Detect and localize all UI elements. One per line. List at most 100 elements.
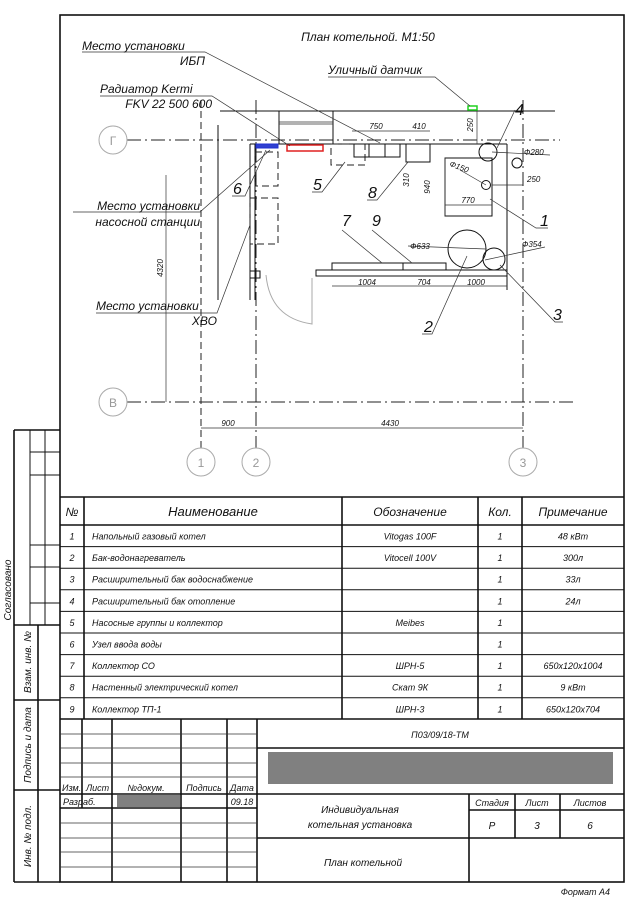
label-hvo-line1: Место установки (96, 299, 199, 313)
project-name-line2: котельная установка (308, 820, 413, 831)
table-cell: 1 (69, 532, 74, 542)
radiator-mark (286, 144, 324, 152)
stage-label: Стадия (475, 798, 509, 808)
collector-tp (402, 262, 447, 271)
stage-value: Р (489, 821, 496, 832)
marker-4: 4 (515, 102, 524, 119)
table-cell: 1 (497, 575, 502, 585)
table-cell: 5 (69, 618, 75, 628)
dim-354: Ф354 (522, 240, 542, 249)
table-cell: Расширительный бак отопление (92, 596, 235, 606)
dim-250-right: 250 (526, 175, 541, 184)
marker-8: 8 (368, 185, 377, 202)
title-block: П03/09/18-ТМ Изм. Лист №докум. Подпись Д… (60, 719, 624, 897)
table-cell: 9 (69, 704, 74, 714)
table-cell: Настенный электрический котел (92, 683, 238, 693)
table-cell: 9 кВт (560, 683, 586, 693)
table-cell: 300л (563, 553, 583, 563)
marker-6: 6 (233, 181, 242, 198)
table-cell: Vitogas 100F (384, 532, 437, 542)
collector-co (331, 262, 404, 271)
label-hvo-line2: ХВО (191, 314, 217, 328)
marker-9: 9 (372, 213, 381, 230)
grid-axes: Г В 1 2 3 (98, 100, 575, 477)
paper-format: Формат А4 (561, 887, 610, 897)
redacted-developer-name (117, 795, 180, 807)
dim-750: 750 (369, 122, 383, 131)
label-radiator-line1: Радиатор Kermi (100, 82, 193, 96)
col-sheet: Лист (85, 783, 110, 793)
sheet-label: Лист (524, 798, 549, 808)
table-cell: ШРН-3 (396, 704, 425, 714)
dim-1004: 1004 (358, 278, 376, 287)
table-cell: Узел ввода воды (91, 640, 162, 650)
collector-shelf (315, 269, 508, 277)
dim-633: Ф633 (410, 242, 430, 251)
electric-boiler (405, 143, 431, 163)
table-cell: Meibes (395, 618, 425, 628)
dim-940: 940 (423, 180, 432, 194)
table-cell: 4 (69, 596, 74, 606)
sheet-frame (59, 14, 625, 883)
table-cell: 1 (497, 618, 502, 628)
dim-1000: 1000 (467, 278, 485, 287)
table-header-3: Кол. (488, 505, 512, 519)
table-cell: 6 (69, 640, 74, 650)
dim-4430: 4430 (381, 419, 399, 428)
table-cell: 3 (69, 575, 74, 585)
table-cell: Коллектор ТП-1 (92, 704, 162, 714)
dim-280: Ф280 (524, 148, 544, 157)
label-pump-line1: Место установки (97, 199, 200, 213)
walls (217, 110, 555, 325)
outdoor-sensor-mark (467, 105, 478, 111)
dim-410: 410 (412, 122, 426, 131)
table-cell: Скат 9К (392, 683, 429, 693)
marker-2: 2 (423, 319, 433, 336)
developer-date: 09.18 (231, 797, 254, 807)
table-header-0: № (66, 505, 79, 519)
ups-unit (353, 143, 401, 158)
dim-900: 900 (221, 419, 235, 428)
dim-250-top: 250 (466, 118, 475, 133)
table-cell: 650х120х704 (546, 704, 600, 714)
dim-150: Ф150 (448, 159, 470, 174)
table-cell: Бак-водонагреватель (92, 553, 186, 563)
label-ups-line1: Место установки (82, 39, 185, 53)
side-stamp: Согласовано Взам. инв. № Подпись и дата … (3, 429, 60, 883)
col-doc-no: №докум. (127, 783, 164, 793)
water-inlet-zone (254, 151, 279, 187)
table-cell: 1 (497, 683, 502, 693)
table-cell: Напольный газовый котел (92, 532, 206, 542)
col-signature: Подпись (186, 783, 222, 793)
side-agreed: Согласовано (3, 559, 14, 620)
sheet-value: 3 (534, 821, 540, 832)
axis-label-v: В (109, 396, 117, 410)
dimension-texts: 750 410 250 Ф280 Ф150 250 310 940 770 Ф6… (156, 118, 544, 428)
side-inv-orig: Инв. № подл. (23, 805, 34, 867)
dim-770: 770 (461, 196, 475, 205)
table-header-2: Обозначение (373, 505, 447, 519)
table-cell: Насосные группы и коллектор (92, 618, 223, 628)
table-header-1: Наименование (168, 504, 258, 519)
sheets-label: Листов (573, 798, 607, 808)
table-cell: 2 (68, 553, 74, 563)
label-sensor: Уличный датчик (327, 63, 424, 77)
plan-title: План котельной. М1:50 (301, 30, 435, 44)
label-ups-line2: ИБП (180, 54, 205, 68)
label-radiator-line2: FKV 22 500 600 (125, 97, 212, 111)
table-cell: 1 (497, 596, 502, 606)
project-name-line1: Индивидуальная (321, 805, 399, 816)
table-cell: 48 кВт (558, 532, 589, 542)
table-cell: 33л (565, 575, 580, 585)
boiler-room-plan: План котельной. М1:50 Г В 1 2 3 (73, 30, 575, 477)
col-date: Дата (229, 783, 254, 793)
sheet-title: План котельной (324, 858, 403, 869)
table-cell: 1 (497, 532, 502, 542)
flue-pipe (481, 180, 491, 190)
table-cell: 1 (497, 640, 502, 650)
marker-5: 5 (313, 177, 322, 194)
axis-label-g: Г (110, 134, 117, 148)
table-cell: 7 (69, 661, 75, 671)
